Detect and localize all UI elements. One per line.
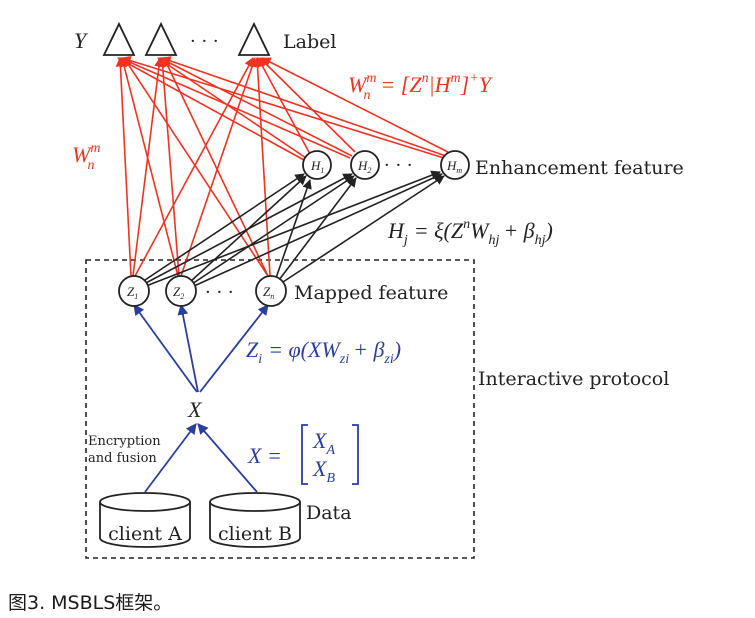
label-nodes	[102, 21, 271, 56]
x-matrix-right-bracket	[352, 424, 359, 485]
label-triangle-1	[102, 21, 136, 56]
z1-label: Z1	[127, 284, 138, 301]
h-node-2	[350, 150, 380, 180]
h-formula: Hj= ξ(ZnWhj+ βhj)	[387, 217, 553, 248]
z-node-2	[165, 275, 197, 307]
x-matrix-b: XB	[312, 456, 335, 486]
z-to-h-edges	[141, 170, 445, 287]
z-to-y-edges	[115, 57, 271, 277]
client-b-cylinder	[209, 492, 301, 548]
label-ellipsis: · · ·	[190, 31, 219, 52]
client-to-x-edges	[144, 423, 258, 493]
z-node-n	[255, 275, 287, 307]
client-b-label: client B	[218, 523, 292, 545]
label-triangle-3	[237, 21, 271, 56]
h-node-1	[302, 150, 332, 180]
encryption-label-line2: and fusion	[88, 451, 157, 466]
x-formula: X = XA XB	[247, 424, 359, 486]
label-triangle-2	[144, 21, 178, 56]
x-to-z-edges	[133, 303, 269, 393]
h-node-m	[440, 150, 470, 180]
data-label: Data	[306, 502, 352, 524]
figure-caption: 图3. MSBLS框架。	[8, 592, 173, 614]
x-matrix-left-bracket	[301, 424, 308, 485]
x-node-label: X	[187, 397, 203, 422]
h2-label: H2	[357, 158, 371, 175]
interactive-protocol-label: Interactive protocol	[478, 368, 669, 390]
hm-label: Hm	[446, 158, 462, 175]
h-to-y-edges	[117, 55, 449, 161]
x-formula-lhs: X =	[247, 443, 282, 468]
mapped-nodes	[118, 275, 287, 307]
zn-label: Zn	[263, 284, 274, 301]
x-matrix-a: XA	[312, 428, 335, 458]
mapped-feature-label: Mapped feature	[294, 282, 448, 304]
interactive-protocol-box	[85, 259, 475, 559]
h1-label: H1	[310, 158, 324, 175]
enhancement-feature-label: Enhancement feature	[475, 157, 684, 179]
z2-label: Z2	[173, 284, 184, 301]
encryption-label-line1: Encryption	[88, 434, 161, 449]
label-text: Label	[283, 31, 336, 53]
enhancement-nodes	[302, 150, 470, 180]
z-formula: Zi= φ(XWzi+ βzi)	[246, 337, 401, 367]
z-node-1	[118, 275, 150, 307]
z-ellipsis: · · ·	[205, 282, 234, 303]
h-ellipsis: · · ·	[384, 155, 413, 176]
client-a-cylinder	[99, 492, 191, 548]
client-a-label: client A	[108, 523, 182, 545]
y-label: Y	[74, 28, 89, 53]
